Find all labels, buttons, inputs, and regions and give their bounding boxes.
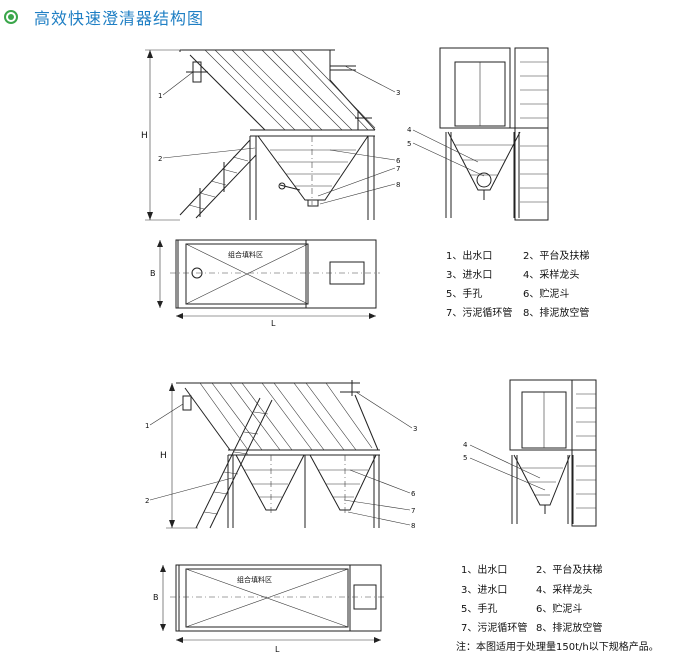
diagram1-end-view: 4 5 xyxy=(407,47,549,221)
callout2-7: 7 xyxy=(411,507,415,515)
dim-l-label-2: L xyxy=(275,645,280,654)
legend1-item-6: 6、贮泥斗 xyxy=(523,287,569,300)
applicability-note: 注：本图适用于处理量150t/h以下规格产品。 xyxy=(456,640,659,653)
diagram2-plan: 组合填料区 B L xyxy=(153,564,385,654)
callout-7: 7 xyxy=(396,165,400,173)
legend1-item-1: 1、出水口 xyxy=(446,249,492,262)
legend1-item-8: 8、排泥放空管 xyxy=(523,306,589,319)
diagram2-legend: 1、出水口 2、平台及扶梯 3、进水口 4、采样龙头 5、手孔 6、贮泥斗 7、… xyxy=(456,563,659,653)
callout-4: 4 xyxy=(407,126,412,134)
callout-6: 6 xyxy=(396,157,401,165)
diagram2-end-view: 4 5 xyxy=(463,379,597,527)
legend2-item-6: 6、贮泥斗 xyxy=(536,602,582,615)
fill-zone-label: 组合填料区 xyxy=(228,250,263,259)
legend2-item-5: 5、手孔 xyxy=(461,602,497,615)
callout2-2: 2 xyxy=(145,497,149,505)
callout2-5: 5 xyxy=(463,454,467,462)
diagram1-elevation: H 1 2 3 6 7 8 xyxy=(141,49,401,221)
page-title: 高效快速澄清器结构图 xyxy=(34,9,205,28)
fill-zone-label-2: 组合填料区 xyxy=(237,575,272,584)
dim-h-label-2: H xyxy=(160,451,167,461)
legend1-item-7: 7、污泥循环管 xyxy=(446,306,512,319)
legend2-item-4: 4、采样龙头 xyxy=(536,583,592,596)
title-bar: 高效快速澄清器结构图 xyxy=(4,4,204,30)
callout2-6: 6 xyxy=(411,490,416,498)
legend1-item-4: 4、采样龙头 xyxy=(523,268,579,281)
callout2-1: 1 xyxy=(145,422,149,430)
dim-b-label-2: B xyxy=(153,593,159,602)
callout-8: 8 xyxy=(396,181,400,189)
callout-2: 2 xyxy=(158,155,162,163)
callout2-3: 3 xyxy=(413,425,417,433)
callout2-4: 4 xyxy=(463,441,468,449)
callout2-8: 8 xyxy=(411,522,415,530)
legend2-item-2: 2、平台及扶梯 xyxy=(536,563,602,576)
legend1-item-2: 2、平台及扶梯 xyxy=(523,249,589,262)
dim-l-label: L xyxy=(271,319,276,328)
callout-3: 3 xyxy=(396,89,400,97)
double-circle-icon xyxy=(4,10,18,24)
diagram2-elevation: H 1 2 3 6 7 8 xyxy=(145,380,417,530)
legend1-item-5: 5、手孔 xyxy=(446,287,482,300)
legend2-item-8: 8、排泥放空管 xyxy=(536,621,602,634)
legend2-item-1: 1、出水口 xyxy=(461,563,507,576)
callout-1: 1 xyxy=(158,92,162,100)
legend1-item-3: 3、进水口 xyxy=(446,269,492,281)
dim-b-label: B xyxy=(150,269,156,278)
legend2-item-3: 3、进水口 xyxy=(461,584,507,596)
diagram1-legend: 1、出水口 2、平台及扶梯 3、进水口 4、采样龙头 5、手孔 6、贮泥斗 7、… xyxy=(446,249,589,319)
diagram1-plan: 组合填料区 B L xyxy=(150,239,380,328)
legend2-item-7: 7、污泥循环管 xyxy=(461,621,527,634)
callout-5: 5 xyxy=(407,140,411,148)
dim-h-label: H xyxy=(141,131,148,141)
